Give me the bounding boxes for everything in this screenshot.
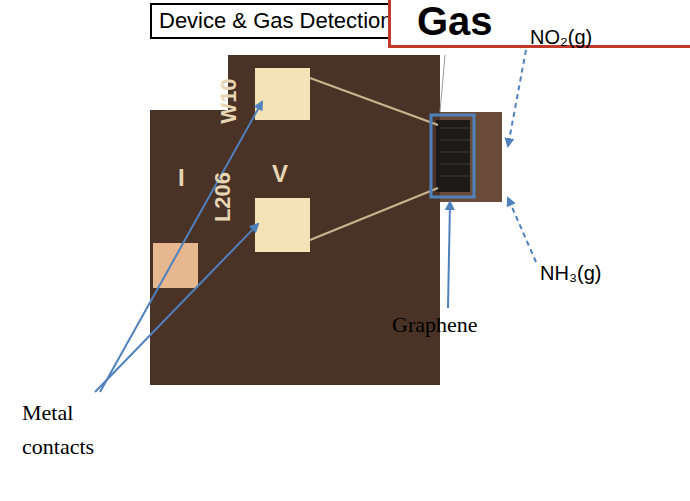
chip-marking: I — [178, 164, 185, 192]
gas-label: NH₃(g) — [540, 262, 601, 285]
gas-label: NO₂(g) — [530, 26, 592, 49]
heading-box: Device & Gas Detection — [150, 3, 402, 39]
box-text: Device & Gas Detection — [159, 8, 393, 34]
chip-marking: V — [272, 160, 288, 188]
chip-marking: L206 — [210, 172, 236, 222]
part-label: Graphene — [392, 312, 478, 338]
part-label: Metal contacts — [22, 396, 142, 464]
chip-marking: W10 — [216, 78, 242, 123]
